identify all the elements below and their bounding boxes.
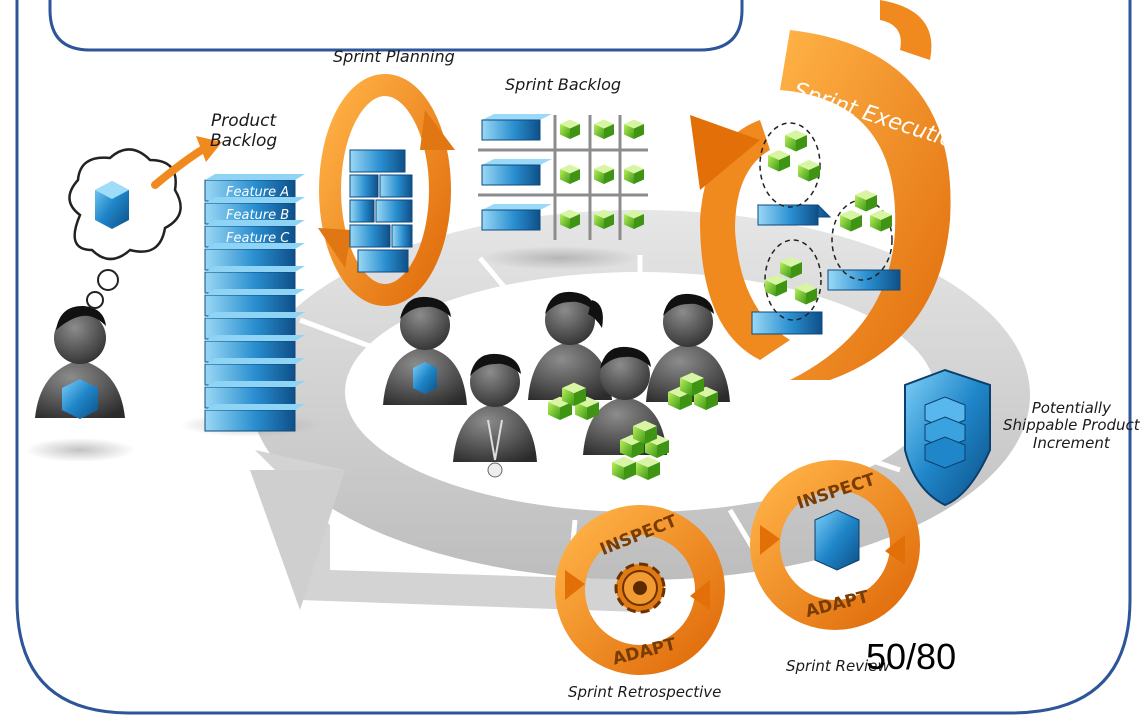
execution-cube (840, 210, 862, 232)
potentially-shippable-label: Potentially Shippable Product Increment (1003, 399, 1140, 452)
slide-frame-outer (15, 0, 1132, 715)
team-cube (633, 420, 657, 444)
team-member-right (646, 293, 730, 402)
team-cube (680, 372, 704, 396)
execution-cube (768, 150, 790, 172)
sprint-review-cycle: INSPECT ADAPT (750, 460, 920, 630)
team-cube (612, 456, 636, 480)
sprint-planning-label: Sprint Planning (333, 47, 455, 66)
backlog-row (204, 220, 305, 248)
gear-icon (614, 562, 666, 614)
backlog-row (204, 289, 305, 317)
task-cube (624, 119, 644, 139)
feature-c-label: Feature C (226, 231, 290, 246)
slide-frame (48, 0, 744, 52)
backlog-row (204, 174, 305, 202)
product-backlog-label: Product Backlog (210, 111, 278, 151)
team-cube (620, 434, 644, 458)
product-increment-shield (904, 368, 991, 507)
backlog-row (204, 266, 305, 294)
task-cube (624, 164, 644, 184)
task-cube (560, 164, 580, 184)
sprint-backlog-grid (478, 115, 648, 270)
backlog-row (204, 243, 305, 271)
backlog-row (204, 197, 305, 225)
sprint-backlog-label: Sprint Backlog (505, 75, 622, 94)
task-cube (594, 119, 614, 139)
product-owner-person (25, 305, 135, 462)
backlog-row (204, 312, 305, 340)
sprint-retrospective-label: Sprint Retrospective (568, 683, 722, 701)
execution-cube (795, 283, 817, 305)
backlog-row (204, 404, 305, 432)
backlog-row (204, 358, 305, 386)
execution-cube (780, 257, 802, 279)
team-cube (668, 386, 692, 410)
team-cube (645, 434, 669, 458)
sprint-backlog-story (481, 204, 552, 231)
execution-cube (855, 190, 877, 212)
task-cube (560, 209, 580, 229)
team-cube (575, 396, 599, 420)
team-cube (694, 386, 718, 410)
backlog-row (204, 381, 305, 409)
sprint-backlog-cells (481, 114, 644, 231)
execution-cube (765, 275, 787, 297)
sprint-review-label: Sprint Review (786, 657, 890, 675)
sprint-execution-tasks (751, 122, 901, 335)
scrum-team (383, 291, 730, 480)
team-cube (548, 396, 572, 420)
task-cube (594, 164, 614, 184)
feature-b-label: Feature B (226, 208, 289, 223)
task-cube (624, 209, 644, 229)
execution-cube (785, 130, 807, 152)
team-member-ponytail (528, 291, 612, 400)
team-cube (636, 456, 660, 480)
backlog-feature-labels: Feature A Feature B Feature C (226, 185, 290, 246)
sprint-backlog-story (481, 114, 552, 141)
backlog-row (204, 335, 305, 363)
task-cube (594, 209, 614, 229)
backlog-rows (204, 174, 305, 432)
execution-cube (798, 160, 820, 182)
execution-cube (870, 210, 892, 232)
execution-green-cubes (765, 130, 892, 305)
sprint-retrospective-cycle: INSPECT ADAPT (555, 505, 725, 675)
sprint-planning-loop (318, 74, 455, 306)
thought-bubble (68, 136, 222, 309)
scrum-master-person (453, 353, 537, 462)
feature-a-label: Feature A (226, 185, 289, 200)
task-cube (560, 119, 580, 139)
page-number: 50/80 (866, 636, 957, 677)
team-member-center (583, 346, 667, 455)
sprint-backlog-story (481, 159, 552, 186)
team-cube (562, 382, 586, 406)
